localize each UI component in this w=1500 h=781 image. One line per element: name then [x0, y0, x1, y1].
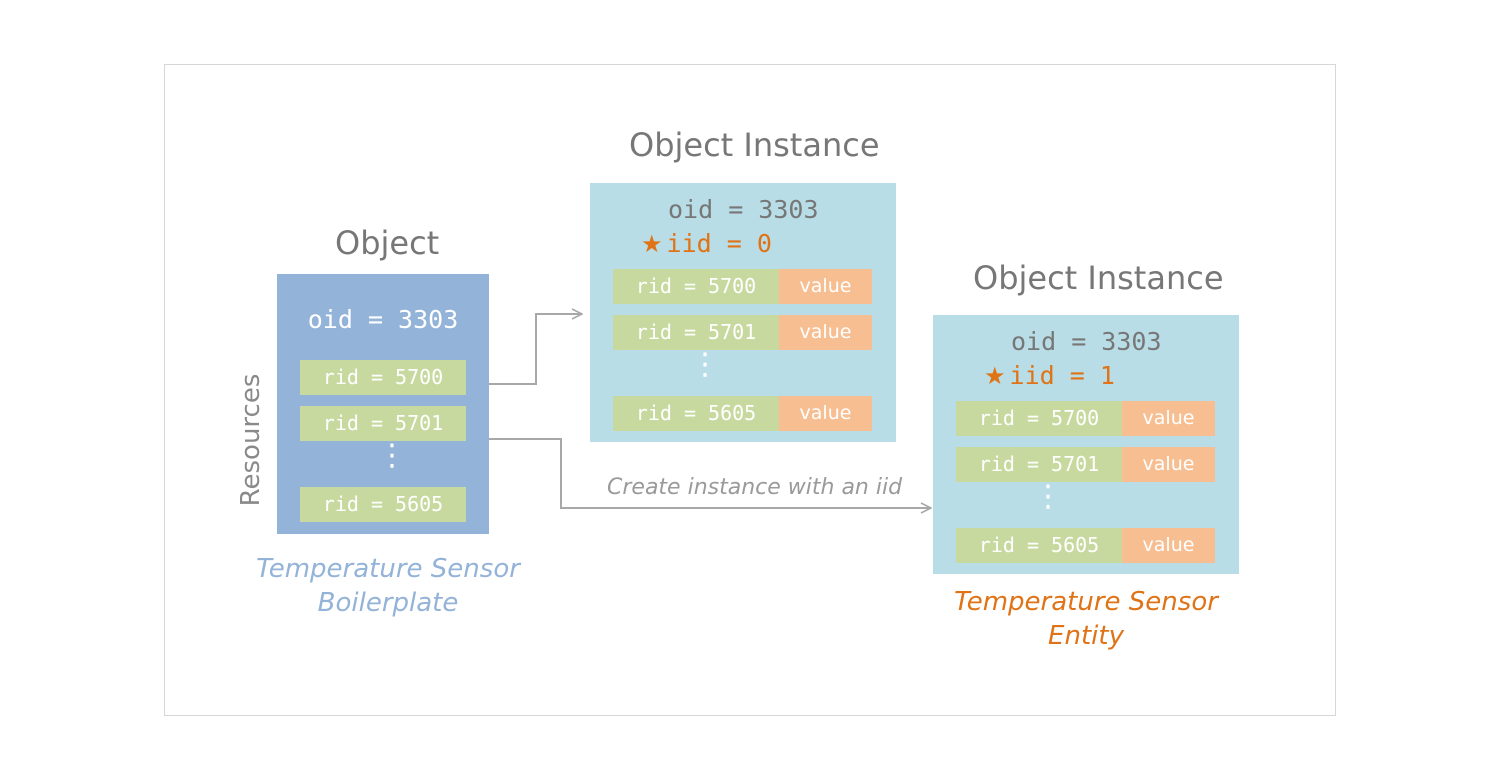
create-instance-label: Create instance with an iid — [607, 475, 903, 500]
instance-0-rid-5605: rid = 5605 — [613, 396, 779, 431]
instance-0-box: oid = 3303 ★iid = 0 rid = 5700 value rid… — [590, 183, 896, 442]
instance-1-rid-5605: rid = 5605 — [956, 528, 1122, 563]
instance-0-heading: Object Instance — [629, 126, 880, 164]
object-rid-5701: rid = 5701 — [300, 406, 466, 441]
resources-label: Resources — [236, 373, 266, 507]
star-icon: ★ — [984, 362, 1006, 390]
instance-0-value-5605: value — [779, 396, 872, 431]
instance-0-value-5701: value — [779, 315, 872, 350]
instance-1-oid: oid = 3303 — [1011, 327, 1162, 356]
instance-0-value-5700: value — [779, 269, 872, 304]
ellipsis-dots: ⋮ — [690, 347, 720, 382]
object-oid: oid = 3303 — [307, 305, 459, 334]
instance-0-rid-5701: rid = 5701 — [613, 315, 779, 350]
object-rid-5605: rid = 5605 — [300, 487, 466, 522]
ellipsis-dots: ⋮ — [1033, 479, 1063, 514]
entity-caption: Temperature Sensor Entity — [933, 585, 1239, 653]
instance-1-value-5605: value — [1122, 528, 1215, 563]
instance-0-iid: ★iid = 0 — [641, 229, 772, 258]
instance-0-oid: oid = 3303 — [668, 195, 819, 224]
star-icon: ★ — [641, 230, 663, 258]
entity-caption-line1: Temperature Sensor — [954, 587, 1218, 617]
boilerplate-caption-line1: Temperature Sensor — [256, 554, 520, 584]
ellipsis-dots: ⋮ — [377, 438, 407, 473]
instance-0-rid-5700: rid = 5700 — [613, 269, 779, 304]
instance-1-iid: ★iid = 1 — [984, 361, 1115, 390]
instance-1-rid-5700: rid = 5700 — [956, 401, 1122, 436]
boilerplate-caption-line2: Boilerplate — [317, 588, 459, 618]
instance-0-iid-text: iid = 0 — [666, 229, 772, 258]
instance-1-heading: Object Instance — [973, 259, 1224, 297]
boilerplate-caption: Temperature Sensor Boilerplate — [240, 552, 536, 620]
instance-1-box: oid = 3303 ★iid = 1 rid = 5700 value rid… — [933, 315, 1239, 574]
instance-1-rid-5701: rid = 5701 — [956, 447, 1122, 482]
arrow-to-instance-0 — [489, 314, 582, 385]
object-box: oid = 3303 rid = 5700 rid = 5701 ⋮ rid =… — [277, 274, 489, 534]
diagram-frame — [164, 64, 1336, 716]
object-heading: Object — [335, 224, 440, 262]
instance-1-value-5700: value — [1122, 401, 1215, 436]
object-rid-5700: rid = 5700 — [300, 360, 466, 395]
instance-1-value-5701: value — [1122, 447, 1215, 482]
instance-1-iid-text: iid = 1 — [1009, 361, 1115, 390]
entity-caption-line2: Entity — [1048, 621, 1124, 651]
arrow-to-instance-1 — [489, 438, 931, 508]
